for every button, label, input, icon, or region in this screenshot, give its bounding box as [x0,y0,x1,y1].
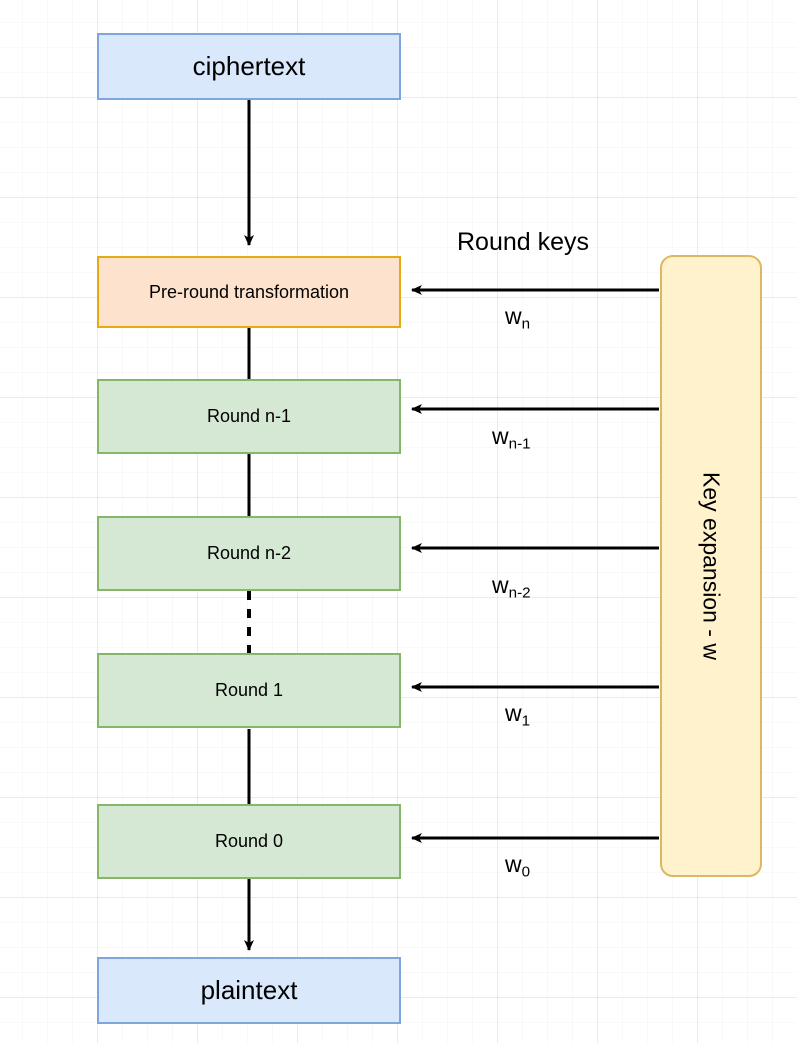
node-pre-round-label: Pre-round transformation [148,281,350,302]
round-key-base-wn2: w [492,572,509,598]
round-key-base-w1: w [505,700,522,726]
node-round-0[interactable]: Round 0 [97,804,401,879]
round-key-sub-wn1: n-1 [508,435,531,453]
round-keys-title: Round keys [457,228,590,256]
round-key-sub-wn: n [521,315,531,333]
node-key-expansion-label: Key expansion - w [698,472,725,660]
node-round-1[interactable]: Round 1 [97,653,401,728]
round-key-base-wn1: w [492,423,509,449]
round-key-base-w0: w [505,851,522,877]
node-ciphertext-label: ciphertext [192,51,306,81]
round-key-sub-w1: 1 [521,712,531,730]
node-round-n-1[interactable]: Round n-1 [97,379,401,454]
node-key-expansion[interactable]: Key expansion - w [660,255,762,877]
round-key-sub-wn2: n-2 [508,584,531,602]
round-key-label-w1: w1 [505,700,530,729]
node-plaintext[interactable]: plaintext [97,957,401,1024]
node-round-0-label: Round 0 [214,831,284,851]
node-round-n-2[interactable]: Round n-2 [97,516,401,591]
round-key-label-wn2: wn-2 [492,572,531,601]
node-round-n-1-label: Round n-1 [206,406,292,426]
node-pre-round-transformation[interactable]: Pre-round transformation [97,256,401,328]
node-round-n-2-label: Round n-2 [206,543,292,563]
round-key-sub-w0: 0 [521,863,531,881]
node-ciphertext[interactable]: ciphertext [97,33,401,100]
round-key-label-wn1: wn-1 [492,423,531,452]
round-key-label-w0: w0 [505,851,530,880]
round-key-label-wn: wn [505,303,530,332]
node-plaintext-label: plaintext [200,975,298,1005]
round-key-base-wn: w [505,303,522,329]
node-round-1-label: Round 1 [214,680,284,700]
